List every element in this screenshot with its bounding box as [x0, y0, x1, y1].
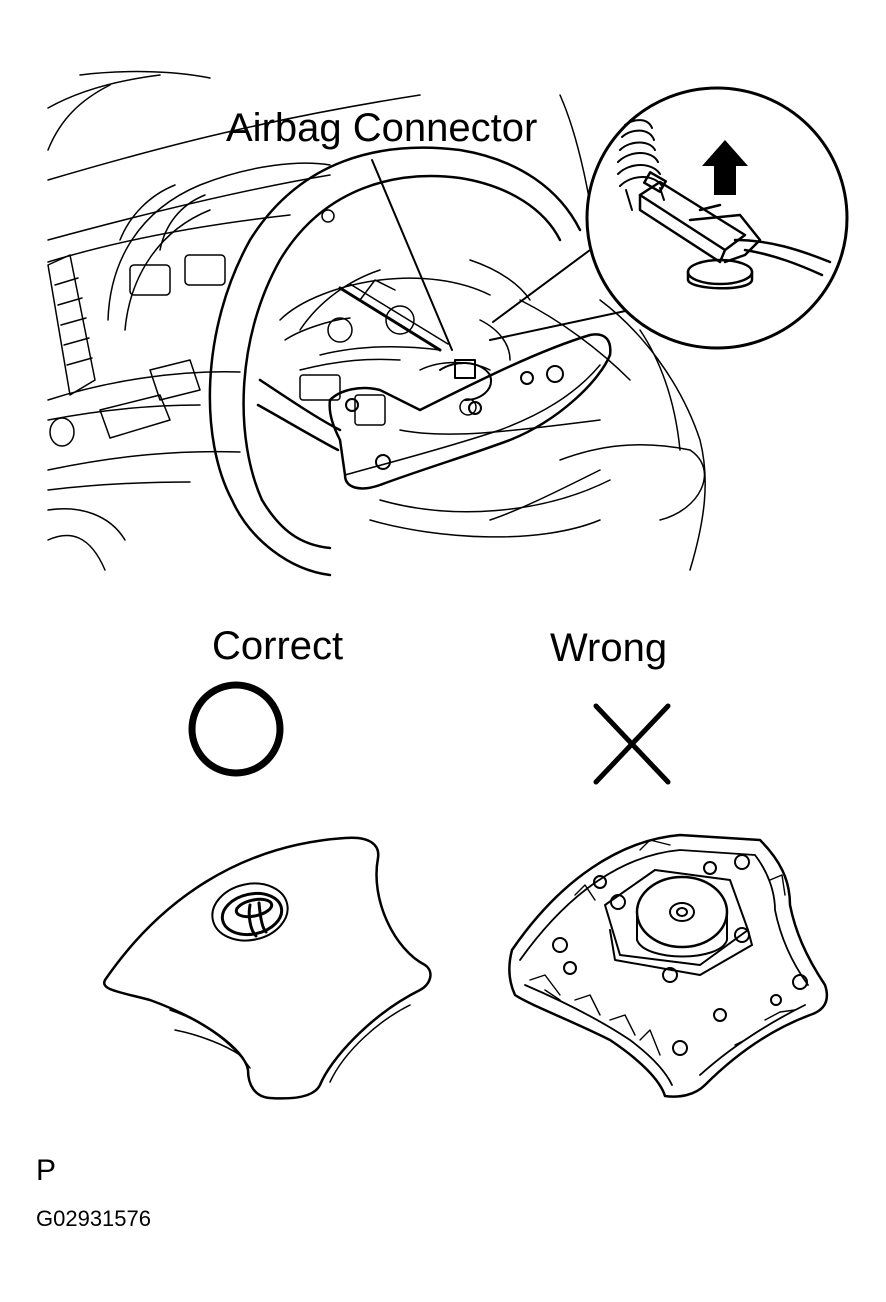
airbag-pad-tilted — [328, 333, 612, 490]
cross-icon — [593, 703, 671, 785]
wrong-label: Wrong — [550, 626, 668, 670]
steering-wheel — [208, 146, 582, 577]
airbag-connector-leader-line — [371, 159, 453, 351]
page-letter: P — [36, 1154, 57, 1187]
logo-emblem — [211, 882, 289, 942]
circle-icon — [188, 681, 284, 777]
airbag-pad-face-up — [103, 836, 432, 1100]
up-arrow-icon — [702, 140, 748, 195]
figure-code: G02931576 — [36, 1206, 151, 1231]
airbag-connector-label: Airbag Connector — [226, 106, 538, 150]
connector-detail-inset — [585, 86, 849, 350]
correct-label: Correct — [212, 624, 344, 668]
callout-leader — [489, 249, 631, 341]
airbag-pad-back-side — [508, 833, 829, 1098]
